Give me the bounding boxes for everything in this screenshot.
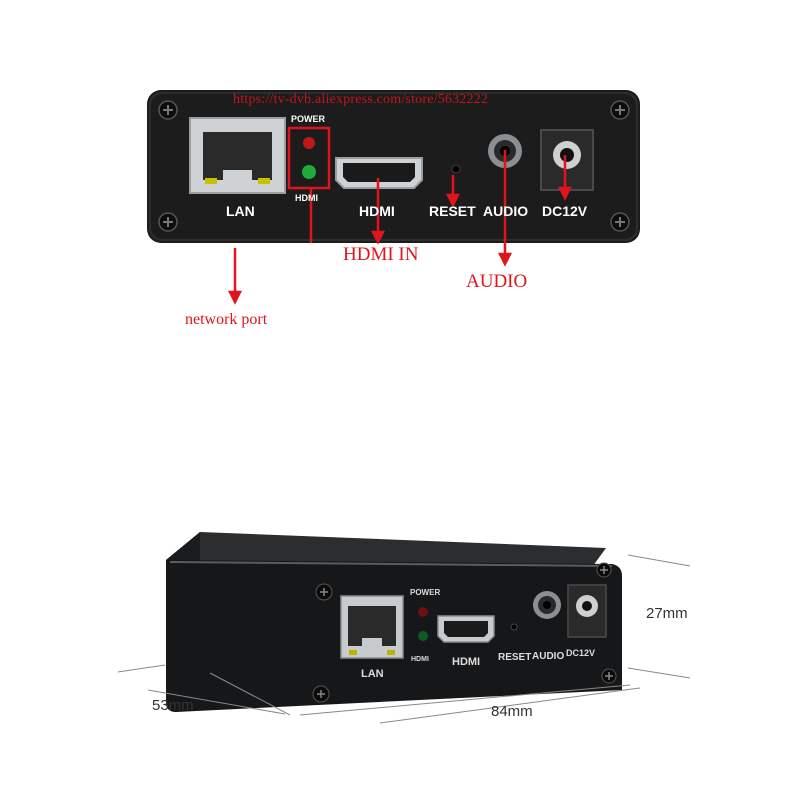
reset-button [510,623,518,631]
audio-label: AUDIO [483,203,529,219]
reset-button [451,164,461,174]
hdmi-label: HDMI [359,203,395,219]
power-led-label: POWER [291,114,326,124]
audio-label: AUDIO [532,651,565,662]
lan-port-icon [189,117,286,194]
lan-label: LAN [226,203,255,219]
screw-icon [596,562,612,578]
power-led-label: POWER [410,588,441,597]
power-led-icon [303,137,315,149]
lan-port-icon [340,595,404,659]
dimension-width: 84mm [491,703,533,720]
hdmi-in-callout: HDMI IN [343,244,419,265]
dc-jack-icon [567,584,607,638]
hdmi-led-label: HDMI [295,193,318,203]
hdmi-led-label: HDMI [411,656,429,663]
lan-label: LAN [361,668,384,680]
dimension-lines [117,554,691,724]
hdmi-led-icon [418,631,428,641]
screw-icon [610,212,630,232]
device-top-surface [166,532,606,570]
power-led-icon [418,607,428,617]
callout-arrows [227,150,573,305]
dc-label: DC12V [542,203,588,219]
reset-label: RESET [429,203,476,219]
dc-label: DC12V [566,648,596,658]
hdmi-label: HDMI [452,656,481,668]
reset-label: RESET [498,652,532,663]
screw-icon [158,212,178,232]
hdmi-port-icon [437,615,495,643]
hdmi-port-icon [335,157,423,189]
screw-icon [610,100,630,120]
screw-icon [158,100,178,120]
screw-icon [315,583,333,601]
dimension-height: 27mm [646,605,688,622]
screw-icon [312,685,330,703]
screw-icon [601,668,617,684]
hdmi-led-icon [302,165,316,179]
audio-jack-icon [533,591,561,619]
dc-jack-icon [540,129,594,191]
audio-callout: AUDIO [466,271,528,292]
led-highlight-box [287,126,331,190]
store-watermark: https://tv-dvb.aliexpress.com/store/5632… [233,92,489,107]
network-port-callout: network port [185,311,268,328]
dimension-depth: 53mm [152,697,194,714]
